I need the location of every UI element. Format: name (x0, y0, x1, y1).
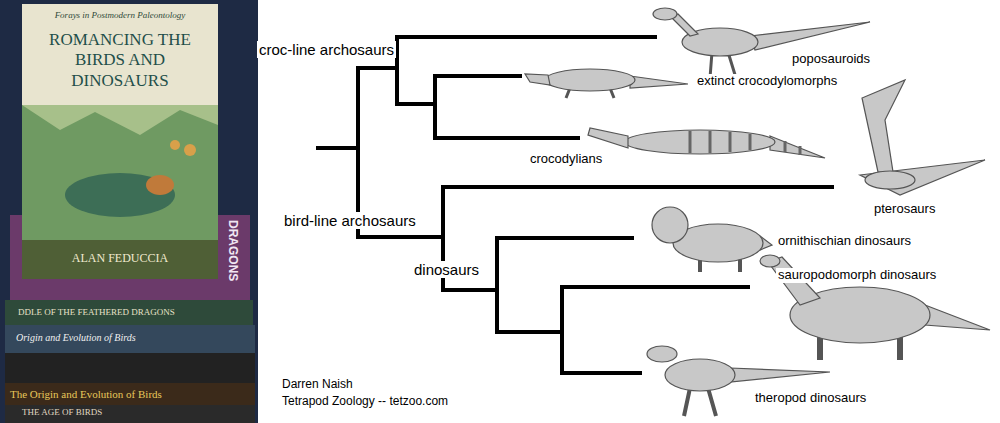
taxon-label: ornithischian dinosaurs (776, 234, 913, 249)
poposauroid-figure (653, 8, 870, 78)
book-author: ALAN FEDUCCIA (28, 252, 212, 266)
cover-bird-head (146, 175, 174, 195)
branch (358, 235, 443, 239)
taxon-label: theropod dinosaurs (753, 391, 868, 406)
book-subtitle: Forays in Postmodern Paleontology (28, 10, 212, 20)
branch (358, 66, 397, 70)
cover-fruit (184, 144, 196, 156)
taxon-label: extinct crocodylomorphs (695, 74, 839, 89)
spine-text: Origin and Evolution of Birds (16, 332, 136, 344)
branch (495, 238, 499, 332)
cover-fruit (170, 140, 180, 150)
credit-text: Tetrapod Zoology -- tetzoo.com (282, 395, 448, 409)
sauropodomorph-figure (760, 255, 990, 360)
taxon-label: sauropodomorph dinosaurs (776, 268, 938, 283)
taxon-label: poposauroids (790, 52, 872, 67)
cover-band (22, 240, 218, 279)
book-cover (22, 4, 218, 279)
brown-book (5, 383, 255, 405)
cover-bird (65, 173, 175, 217)
spine-text: DRAGONS (225, 220, 239, 281)
crocodylian-figure (588, 128, 825, 158)
book-photo (0, 0, 258, 423)
branch (397, 35, 655, 39)
ornithischian-figure (652, 207, 772, 272)
green-book (5, 300, 253, 325)
book-title: ROMANCING THE BIRDS AND DINOSAURS (28, 30, 212, 91)
cover-foliage (22, 105, 218, 135)
branch (497, 236, 632, 240)
clade-label: dinosaurs (412, 261, 481, 278)
branch (562, 371, 640, 375)
spine-text: DDLE OF THE FEATHERED DRAGONS (18, 307, 175, 317)
branch (562, 285, 748, 289)
branch (443, 288, 497, 292)
branch (433, 76, 437, 138)
branch (443, 185, 832, 189)
spine-text: The Origin and Evolution of Birds (10, 388, 162, 401)
photo-ground (0, 0, 258, 423)
credit-text: Darren Naish (282, 378, 353, 392)
taxon-label: pterosaurs (872, 202, 937, 217)
crocodylomorph-figure (525, 69, 688, 98)
taxon-label: crocodylians (528, 152, 604, 167)
bottom-book (5, 405, 255, 423)
branch (560, 287, 564, 373)
branch (397, 102, 435, 106)
clade-label: croc-line archosaurs (257, 41, 396, 58)
root-branch (318, 146, 358, 150)
illustrations (525, 8, 990, 416)
branch (435, 74, 520, 78)
blue-book (5, 325, 255, 353)
pterosaur-figure (860, 80, 985, 195)
spine-text: THE AGE OF BIRDS (22, 407, 102, 417)
branch (435, 136, 578, 140)
cover-painting (22, 105, 218, 245)
clade-label: bird-line archosaurs (282, 212, 418, 229)
black-book (5, 353, 255, 383)
branch (497, 330, 562, 334)
